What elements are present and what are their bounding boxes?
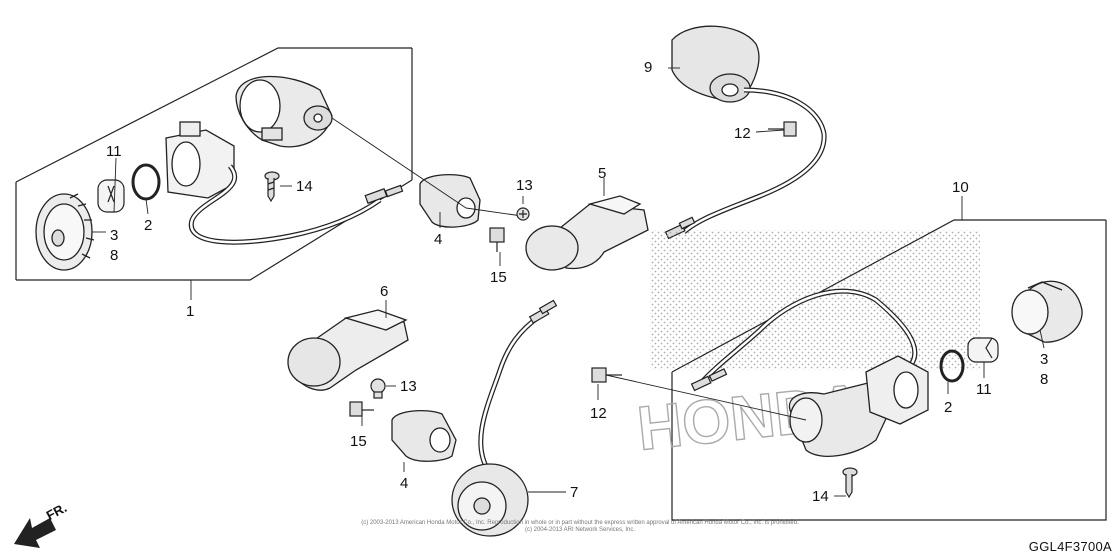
callout-11-right: 11 — [976, 381, 992, 398]
callout-4-top: 4 — [434, 231, 442, 248]
bracket-4-top — [419, 173, 481, 228]
screw-13-top — [516, 207, 530, 221]
callout-11: 11 — [106, 143, 122, 160]
copyright-notice: (c) 2003-2013 American Honda Motor Co., … — [300, 520, 860, 534]
lens-6 — [287, 309, 409, 391]
callout-2: 2 — [144, 217, 152, 234]
lens-cap-right — [1011, 280, 1083, 343]
callout-10: 10 — [952, 179, 969, 196]
lens-cap-left — [35, 193, 95, 271]
copyright-line-2: (c) 2004-2013 ARI Network Services, Inc. — [524, 527, 636, 533]
callout-14: 14 — [296, 178, 313, 195]
callout-15-bottom: 15 — [350, 433, 367, 450]
callout-6: 6 — [380, 283, 388, 300]
connector-left — [364, 184, 404, 204]
screw-13-bottom — [370, 378, 386, 399]
callout-3-right: 3 — [1040, 351, 1048, 368]
callout-12-top: 12 — [734, 125, 751, 142]
callout-8: 8 — [110, 247, 118, 264]
bolt-12-top — [768, 121, 797, 137]
lens-5 — [525, 195, 649, 271]
callout-12-bottom: 12 — [590, 405, 607, 422]
screw-14-left — [264, 171, 280, 203]
front-direction-arrow — [14, 518, 56, 548]
leader-lines — [92, 67, 1045, 497]
housing-9 — [671, 25, 760, 103]
housing-right — [788, 379, 891, 457]
bulb-left — [97, 179, 125, 213]
connector-right — [690, 368, 728, 392]
assembly-frame-10-fill — [650, 230, 980, 370]
callout-13-bottom: 13 — [400, 378, 417, 395]
screw-14-right — [842, 467, 858, 499]
callout-2-right: 2 — [944, 399, 952, 416]
callout-3: 3 — [110, 227, 118, 244]
callouts: 1 2 3 8 11 14 4 15 13 5 9 12 10 6 13 15 … — [106, 59, 1048, 505]
gasket-left — [131, 163, 161, 201]
callout-9: 9 — [644, 59, 652, 76]
socket-right — [865, 355, 929, 425]
callout-13-top: 13 — [516, 177, 533, 194]
callout-15-top: 15 — [490, 269, 507, 286]
copyright-line-1: (c) 2003-2013 American Honda Motor Co., … — [361, 520, 799, 526]
callout-14-right: 14 — [812, 488, 829, 505]
bolt-15-bottom — [349, 401, 374, 417]
wire-7 — [478, 313, 542, 472]
diagram-reference-code: GGL4F3700A — [1028, 539, 1112, 554]
callout-7: 7 — [570, 484, 578, 501]
callout-5: 5 — [598, 165, 606, 182]
bolt-15-top — [489, 227, 505, 252]
callout-4-bottom: 4 — [400, 475, 408, 492]
connector-7 — [528, 299, 558, 324]
housing-left — [235, 75, 333, 148]
bracket-4-bottom — [391, 409, 457, 462]
callout-8-right: 8 — [1040, 371, 1048, 388]
wire-9 — [682, 87, 827, 234]
socket-left — [165, 121, 235, 199]
housing-7 — [451, 463, 529, 537]
callout-1: 1 — [186, 303, 194, 320]
bulb-right — [967, 337, 999, 363]
gasket-right — [939, 349, 965, 383]
